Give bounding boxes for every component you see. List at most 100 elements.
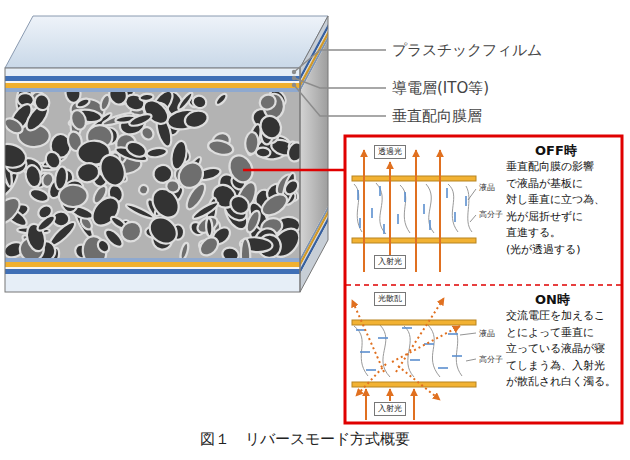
substrate-bar [352,176,476,387]
mode-description: 交流電圧を加えるこ とによって垂直に 立っている液晶が寝 てしまう為、入射光 が… [506,308,620,391]
polymer-strand [404,326,414,377]
scattered-light [356,364,386,396]
scattered-light [352,300,384,372]
scattered-light [352,298,460,400]
callout-label: プラスチックフィルム [392,41,542,60]
scattered-light [398,366,440,400]
polymer-network-texture [183,108,210,130]
scattered-light [396,298,444,372]
panel-divider [346,284,621,286]
zoom-frame [345,136,622,423]
polymer-network-texture [96,151,129,189]
tag-text: 入射光 [378,257,402,267]
film-layer [5,258,300,262]
tag-text: 入射光 [378,404,402,414]
liquid-crystal [397,214,399,224]
polymer-network-texture [124,139,148,160]
polymer-network-texture [286,140,300,163]
polymer-strand [448,184,458,232]
label-leader [460,333,476,335]
polymer-network-texture [176,92,194,111]
light-tag: 入射光 [374,255,406,269]
label-leader [460,189,476,361]
part-label: 高分子 [479,354,503,365]
polymer-strand [376,183,386,234]
light-ray [439,150,441,272]
polymer-strand [428,325,440,377]
figure-caption: 図１ リバースモード方式概要 [200,430,410,449]
liquid-crystal [448,333,458,335]
film-layer [5,83,300,88]
film-outline [5,68,300,292]
film-block [0,16,328,292]
liquid-crystal [378,337,388,339]
polymer-network-texture [58,184,88,207]
part-label: 高分子 [479,209,503,220]
liquid-crystal [429,220,431,230]
polymer-strand [466,186,472,232]
liquid-crystal [410,359,420,361]
label-leader [468,189,476,200]
liquid-crystal [366,369,376,371]
liquid-crystal [357,190,359,200]
liquid-crystal [446,188,448,198]
scattered-light [392,326,460,362]
polymer-network-texture [241,239,251,258]
polymer-network-texture [257,112,285,141]
polymer-network-texture [139,93,154,101]
polymer-network-texture [106,92,129,107]
liquid-crystal [356,186,466,370]
light-ray [363,150,365,272]
liquid-crystal [383,224,385,234]
substrate-bar [352,382,476,387]
leader-line [294,50,386,72]
leader-dot [292,70,296,87]
callout-label: 導電層(ITO等) [392,79,489,98]
mode-description: 垂直配向膜の影響 で液晶が基板に 対し垂直に立つ為、 光が屈折せずに 直進する。… [506,159,620,258]
light-ray [413,389,415,420]
callout-label: 垂直配向膜層 [392,107,482,126]
film-layer [5,16,328,292]
light-ray [389,162,391,255]
leader-line [294,85,386,116]
polymer-network-texture [183,181,208,212]
polymer-network-texture [179,242,190,258]
polymer-network-texture [258,190,291,220]
polymer-network-texture [196,234,221,258]
polymer-network-texture [257,92,278,112]
light-tag: 光散乱 [374,292,406,306]
film-outline [300,16,328,292]
polymer-network-texture [125,202,155,220]
polymer-network-texture [5,92,300,258]
film-top-face [5,16,328,68]
polymer-network-texture [206,218,213,236]
liquid-crystal [452,355,462,357]
leader-line [294,50,386,116]
polymer-network-texture [5,141,29,171]
polymer-network-texture [96,238,112,255]
light-tag: 透過光 [374,145,406,159]
light-tag: 入射光 [374,402,406,416]
polymer-strand [426,184,434,233]
polymer-network-texture [5,92,300,258]
polymer-strand [400,185,410,233]
mode-panel: ON時交流電圧を加えるこ とによって垂直に 立っている液晶が寝 てしまう為、入射… [345,287,622,421]
film-side-texture [300,40,328,258]
film-layer [5,88,300,92]
label-leader [466,359,476,361]
polymer-network-texture [128,112,153,128]
liquid-crystal [404,192,406,202]
leader-dot [292,70,296,74]
film-layer [5,267,300,269]
liquid-crystal [360,351,370,353]
polymer-network-texture [282,178,300,197]
polymer-network-texture [144,212,182,249]
tag-text: 光散乱 [378,294,402,304]
film-layer [5,68,300,76]
polymer-network-texture [5,115,25,136]
liquid-crystal [423,204,425,214]
polymer-network-texture [33,92,52,112]
polymer-network-texture [146,147,167,159]
polymer-network-texture [221,246,241,258]
polymer-strand [354,183,472,377]
